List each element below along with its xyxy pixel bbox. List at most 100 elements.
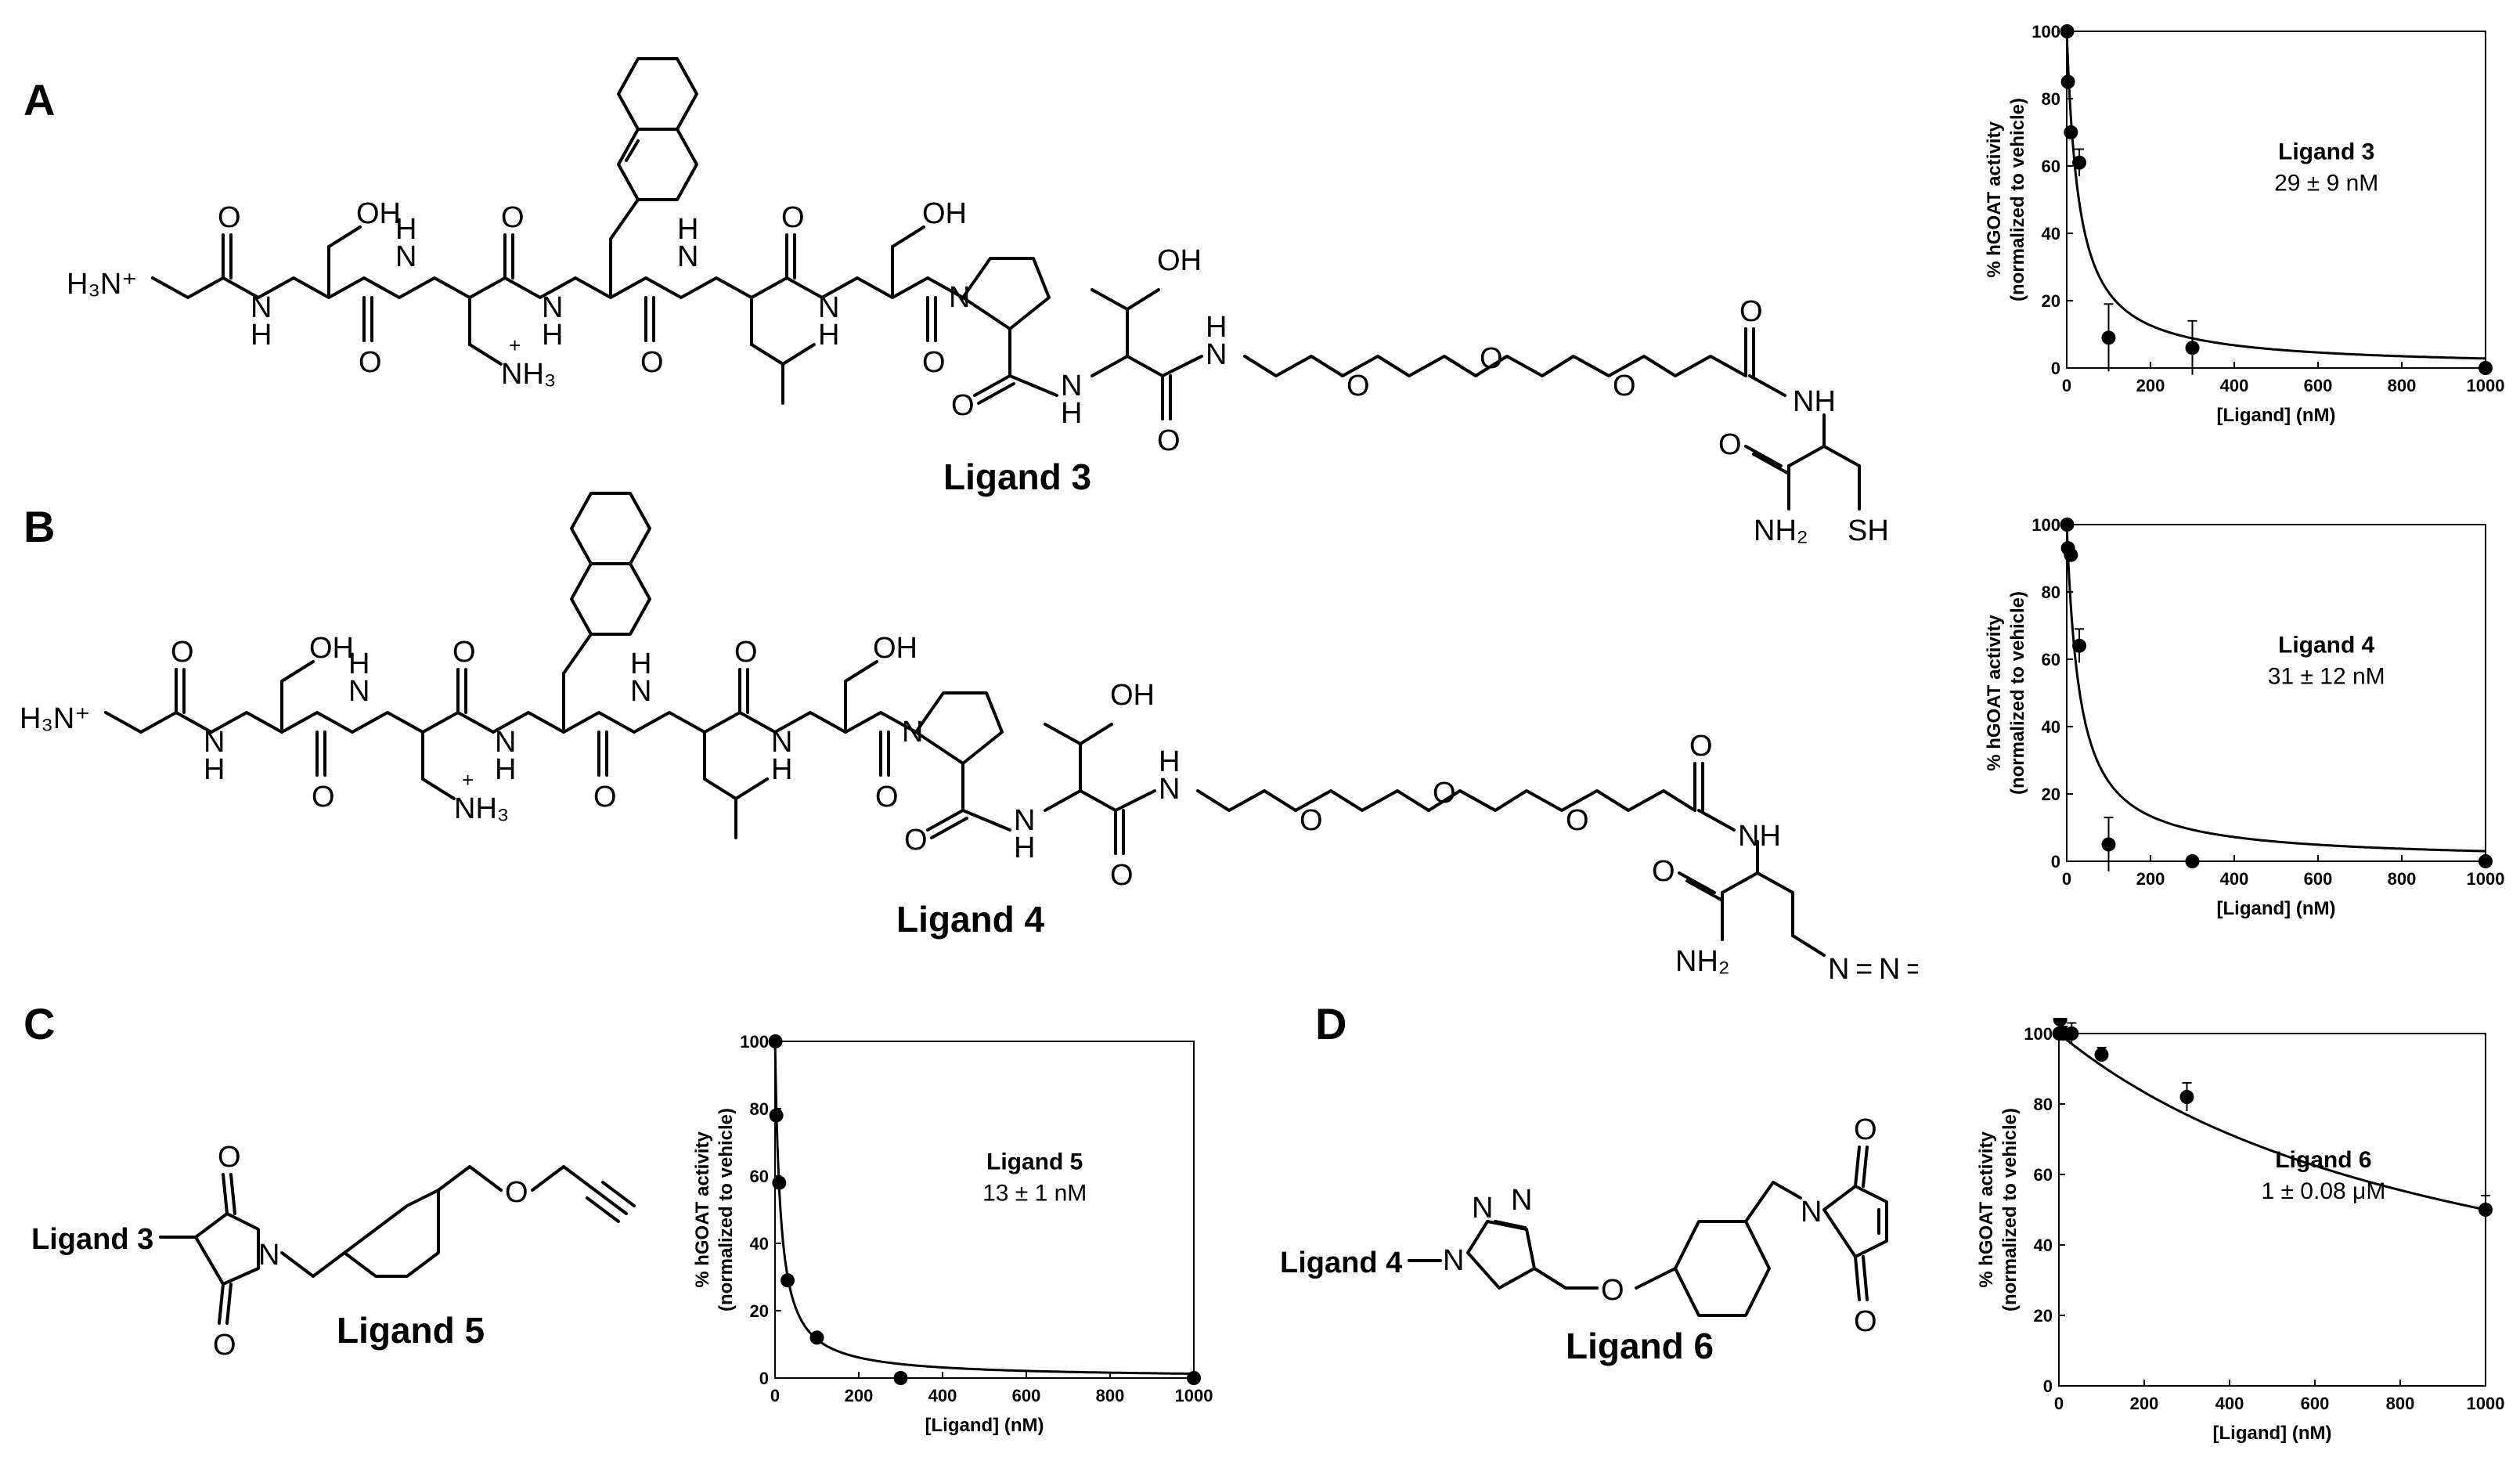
l3-h2: H [395, 213, 416, 246]
ic50-annotation: 1 ± 0.08 μM [2261, 1178, 2385, 1204]
y-tick-label: 40 [750, 1234, 769, 1254]
x-tick-label: 800 [2386, 1394, 2415, 1413]
l4-oh2: OH [873, 632, 918, 665]
l3-ether1: O [1347, 370, 1370, 402]
y-tick-label: 0 [2051, 852, 2060, 871]
ligand-6-attachment: Ligand 4 [1280, 1247, 1402, 1279]
l4-n-pro: N [902, 716, 923, 749]
l6-o1: O [1854, 1113, 1877, 1146]
x-tick-label: 800 [2388, 869, 2417, 889]
x-tick-label: 1000 [2467, 1394, 2505, 1413]
plot-frame [2066, 31, 2486, 369]
l3-sh: SH [1848, 514, 1889, 547]
fit-curve [2065, 524, 2486, 853]
l4-h5: H [771, 753, 792, 786]
data-point [2101, 330, 2116, 345]
l4-h1: H [204, 753, 225, 786]
l3-ether3: O [1613, 370, 1636, 402]
x-tick-label: 0 [2062, 869, 2071, 889]
y-axis-label: % hGOAT activity [1976, 1131, 1997, 1288]
x-tick-label: 600 [2301, 1394, 2330, 1413]
y-tick-label: 100 [740, 1032, 769, 1052]
x-tick-label: 200 [2130, 1394, 2159, 1413]
l4-nh3: NH₃ [454, 792, 509, 825]
data-point [893, 1371, 908, 1385]
data-point [2185, 341, 2200, 355]
data-point [768, 1034, 783, 1048]
l3-oh1: OH [356, 197, 401, 230]
l3-o3: O [501, 201, 525, 234]
l4-h3n: H₃N⁺ [20, 702, 90, 735]
l4-n4: N [630, 675, 651, 708]
ligand-3-label: Ligand 3 [943, 456, 1091, 497]
y-tick-label: 80 [2042, 89, 2060, 109]
ic50-annotation: 31 ± 12 nM [2268, 663, 2385, 689]
data-point [2185, 854, 2200, 868]
l4-o2: O [312, 781, 335, 814]
plot-frame [774, 1041, 1195, 1379]
l4-h4: H [630, 648, 651, 680]
x-tick-label: 400 [2220, 869, 2249, 889]
l4-h2: H [348, 648, 370, 680]
y-tick-label: 20 [2042, 785, 2060, 804]
x-tick-label: 800 [2388, 376, 2417, 395]
chart-title: Ligand 4 [2278, 632, 2375, 658]
data-point [809, 1330, 824, 1345]
l4-oh3: OH [1110, 679, 1155, 712]
l4-o7: O [904, 824, 928, 857]
y-tick-label: 80 [2034, 1095, 2053, 1114]
data-point [2101, 837, 2116, 852]
l6-n2: N [1472, 1192, 1493, 1225]
l3-o7: O [951, 389, 975, 422]
l3-o10: O [1718, 428, 1742, 461]
plot-frame [2058, 1033, 2486, 1387]
l4-azide: N = N = N [1828, 953, 1918, 986]
l3-oh2: OH [922, 197, 967, 230]
l3-nh2: NH₂ [1754, 514, 1808, 547]
l4-nh: NH [1738, 820, 1781, 853]
l4-n3: N [495, 726, 516, 759]
data-point [1187, 1371, 1201, 1385]
x-axis-label: [Ligand] (nM) [2217, 898, 2336, 919]
x-axis-label: [Ligand] (nM) [2217, 405, 2336, 426]
y-tick-label: 60 [2042, 157, 2060, 176]
ic50-annotation: 13 ± 1 nM [982, 1180, 1087, 1206]
l5-n: N [258, 1239, 279, 1272]
y-axis-label: % hGOAT activity [692, 1131, 713, 1288]
data-point [2479, 361, 2493, 375]
y-tick-label: 100 [2032, 22, 2060, 41]
l4-ether3: O [1566, 804, 1589, 837]
y-tick-label: 40 [2042, 717, 2060, 737]
data-point [772, 1175, 787, 1190]
x-tick-label: 800 [1096, 1386, 1125, 1405]
y-tick-label: 40 [2034, 1236, 2053, 1255]
l6-o2: O [1854, 1305, 1877, 1338]
l4-ether2: O [1433, 777, 1456, 810]
l4-o3: O [452, 636, 476, 669]
l3-n5: N [818, 291, 839, 324]
x-tick-label: 200 [845, 1386, 874, 1405]
y-axis-label-2: (normalized to vehicle) [1999, 1108, 2021, 1311]
data-point [2479, 854, 2493, 868]
l4-ether1: O [1300, 804, 1323, 837]
l5-o2: O [213, 1329, 236, 1362]
data-point [2060, 24, 2075, 38]
y-tick-label: 20 [2042, 291, 2060, 311]
l4-n7: N [1159, 773, 1180, 806]
chart-title: Ligand 3 [2278, 139, 2374, 164]
l3-n3: N [542, 291, 563, 324]
l4-o5: O [734, 636, 758, 669]
x-tick-label: 200 [2136, 376, 2165, 395]
chart-title: Ligand 6 [2275, 1147, 2371, 1173]
l4-nh2: NH₂ [1675, 945, 1730, 978]
l4-n1: N [204, 726, 225, 759]
y-tick-label: 20 [2034, 1306, 2053, 1326]
x-tick-label: 0 [2054, 1394, 2064, 1413]
l4-o1: O [171, 636, 194, 669]
ligand-6-label: Ligand 6 [1566, 1326, 1714, 1366]
x-tick-label: 0 [2062, 376, 2071, 395]
x-tick-label: 1000 [2467, 376, 2505, 395]
l4-n2: N [348, 675, 370, 708]
l3-o1: O [218, 201, 241, 234]
